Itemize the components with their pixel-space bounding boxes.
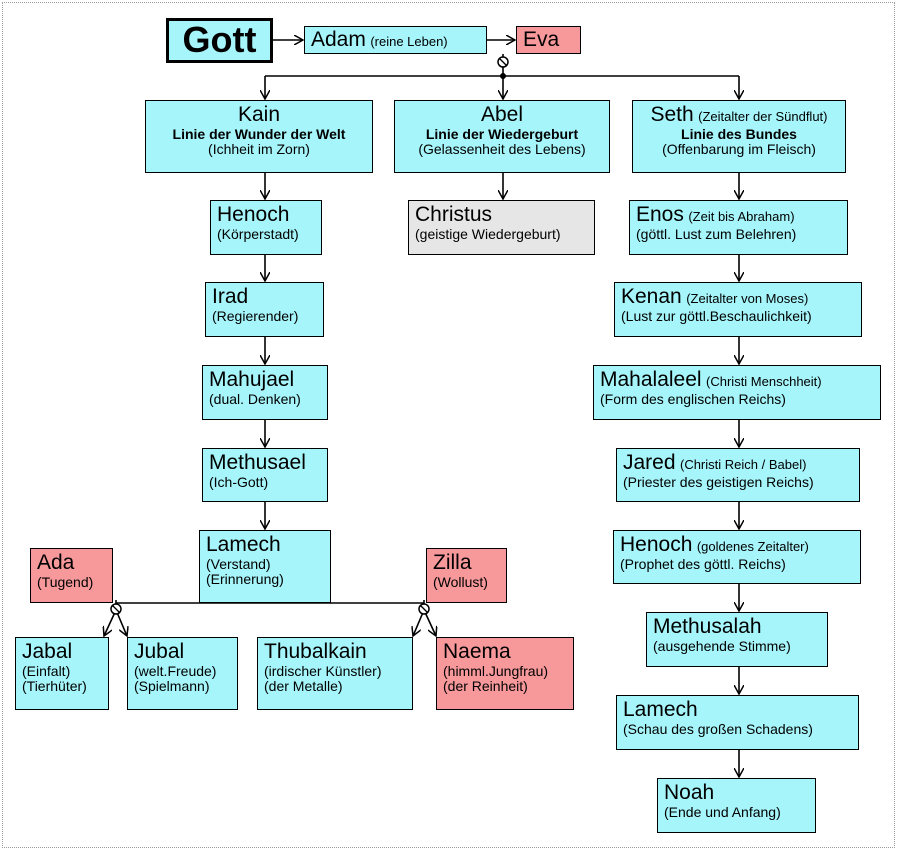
node-methusalah-line1: (ausgehende Stimme) [653, 637, 791, 654]
node-naema-name: Naema [443, 640, 511, 663]
node-jabal-name: Jabal [22, 640, 73, 663]
node-zilla-line1: (Wollust) [433, 573, 488, 590]
node-eva-name: Eva [523, 28, 560, 51]
node-methusael-name: Methusael [209, 451, 306, 474]
node-kain-line1: Linie der Wunder der Welt [172, 125, 346, 142]
node-jubal-name: Jubal [134, 640, 185, 663]
node-noah-name: Noah [664, 781, 715, 804]
node-ada-line1: (Tugend) [37, 573, 94, 590]
node-lamech-kain: Lamech (Verstand) (Erinnerung) [199, 530, 331, 603]
node-thubalkain-name: Thubalkain [264, 640, 367, 663]
node-mahalaleel-line1: (Form des englischen Reichs) [600, 390, 786, 407]
node-zilla-name: Zilla [433, 551, 472, 574]
node-thubalkain-line1: (irdischer Künstler) [264, 662, 382, 679]
node-jubal-line2: (Spielmann) [134, 678, 210, 695]
node-methusalah-name: Methusalah [653, 615, 762, 638]
node-thubalkain-line2: (der Metalle) [264, 678, 343, 695]
node-thubalkain: Thubalkain (irdischer Künstler) (der Met… [257, 637, 413, 710]
node-ada: Ada (Tugend) [30, 548, 113, 603]
node-gott-name: Gott [182, 19, 257, 61]
node-jubal: Jubal (welt.Freude) (Spielmann) [127, 637, 238, 710]
node-zilla: Zilla (Wollust) [426, 548, 507, 603]
node-kenan-note: (Zeitalter von Moses) [686, 291, 809, 306]
node-methusael: Methusael (Ich-Gott) [202, 448, 328, 502]
node-jared-name: Jared [623, 451, 676, 474]
node-naema-line1: (himml.Jungfrau) [443, 662, 549, 679]
node-eva: Eva [516, 26, 581, 54]
node-jared-line1: (Priester des geistigen Reichs) [623, 473, 814, 490]
node-irad-name: Irad [212, 285, 249, 308]
node-adam-note: (reine Leben) [370, 34, 448, 49]
node-methusalah: Methusalah (ausgehende Stimme) [646, 612, 828, 667]
node-henoch-seth-name: Henoch [620, 533, 693, 556]
node-abel-name: Abel [480, 103, 524, 126]
node-adam: Adam (reine Leben) [304, 26, 487, 54]
node-seth-note: (Zeitalter der Sündflut) [698, 109, 828, 124]
node-jabal-line1: (Einfalt) [22, 662, 71, 679]
node-gott: Gott [166, 18, 273, 63]
node-seth: Seth (Zeitalter der Sündflut) Linie des … [632, 100, 846, 173]
node-mahujael-name: Mahujael [209, 368, 295, 391]
node-kain-line2: (Ichheit im Zorn) [208, 141, 310, 158]
node-noah-line1: (Ende und Anfang) [664, 803, 781, 820]
node-jubal-line1: (welt.Freude) [134, 662, 217, 679]
node-jabal-line2: (Tierhüter) [22, 678, 87, 695]
node-henoch-seth-line1: (Prophet des göttl. Reichs) [620, 555, 786, 572]
node-jabal: Jabal (Einfalt) (Tierhüter) [15, 637, 109, 710]
node-lamech-seth-name: Lamech [623, 698, 698, 721]
node-naema: Naema (himml.Jungfrau) (der Reinheit) [436, 637, 574, 710]
node-mahujael: Mahujael (dual. Denken) [202, 365, 328, 420]
node-abel-line2: (Gelassenheit des Lebens) [418, 141, 586, 158]
node-kain: Kain Linie der Wunder der Welt (Ichheit … [145, 100, 373, 173]
node-seth-line1: Linie des Bundes [681, 125, 797, 142]
node-seth-name: Seth [650, 103, 694, 126]
node-kain-name: Kain [237, 103, 281, 126]
node-mahalaleel-name: Mahalaleel [600, 368, 702, 391]
node-lamech-seth-line1: (Schau des großen Schadens) [623, 720, 813, 737]
node-christus: Christus (geistige Wiedergeburt) [408, 200, 595, 255]
node-henoch-kain-line1: (Körperstadt) [217, 225, 299, 242]
node-methusael-line1: (Ich-Gott) [209, 473, 269, 490]
node-noah: Noah (Ende und Anfang) [657, 778, 816, 833]
node-enos-note: (Zeit bis Abraham) [688, 209, 795, 224]
node-henoch-kain-name: Henoch [217, 203, 290, 226]
node-enos-name: Enos [636, 203, 684, 226]
node-kenan-name: Kenan [621, 285, 682, 308]
node-lamech-seth: Lamech (Schau des großen Schadens) [616, 695, 859, 750]
node-seth-line2: (Offenbarung im Fleisch) [662, 141, 816, 158]
node-abel-line1: Linie der Wiedergeburt [425, 125, 579, 142]
node-enos: Enos (Zeit bis Abraham) (göttl. Lust zum… [629, 200, 848, 255]
node-kenan: Kenan (Zeitalter von Moses) (Lust zur gö… [614, 282, 862, 337]
node-christus-name: Christus [415, 203, 493, 226]
node-abel: Abel Linie der Wiedergeburt (Gelassenhei… [394, 100, 610, 173]
node-mahalaleel: Mahalaleel (Christi Menschheit) (Form de… [593, 365, 881, 420]
node-kenan-line1: (Lust zur göttl.Beschaulichkeit) [621, 307, 812, 324]
node-jared-note: (Christi Reich / Babel) [679, 457, 807, 472]
node-henoch-seth: Henoch (goldenes Zeitalter) (Prophet des… [613, 530, 861, 584]
node-christus-line1: (geistige Wiedergeburt) [415, 225, 561, 242]
node-lamech-kain-name: Lamech [206, 533, 281, 556]
node-lamech-kain-line1: (Verstand) [206, 555, 271, 572]
node-jared: Jared (Christi Reich / Babel) (Priester … [616, 448, 860, 502]
node-irad-line1: (Regierender) [212, 307, 299, 324]
node-irad: Irad (Regierender) [205, 282, 324, 337]
node-adam-name: Adam [311, 28, 366, 51]
node-mahujael-line1: (dual. Denken) [209, 390, 301, 407]
node-lamech-kain-line2: (Erinnerung) [206, 571, 284, 588]
node-enos-line1: (göttl. Lust zum Belehren) [636, 225, 797, 242]
node-ada-name: Ada [37, 551, 75, 574]
node-naema-line2: (der Reinheit) [443, 678, 528, 695]
node-mahalaleel-note: (Christi Menschheit) [706, 374, 822, 389]
node-henoch-kain: Henoch (Körperstadt) [210, 200, 322, 255]
node-henoch-seth-note: (goldenes Zeitalter) [696, 539, 809, 554]
